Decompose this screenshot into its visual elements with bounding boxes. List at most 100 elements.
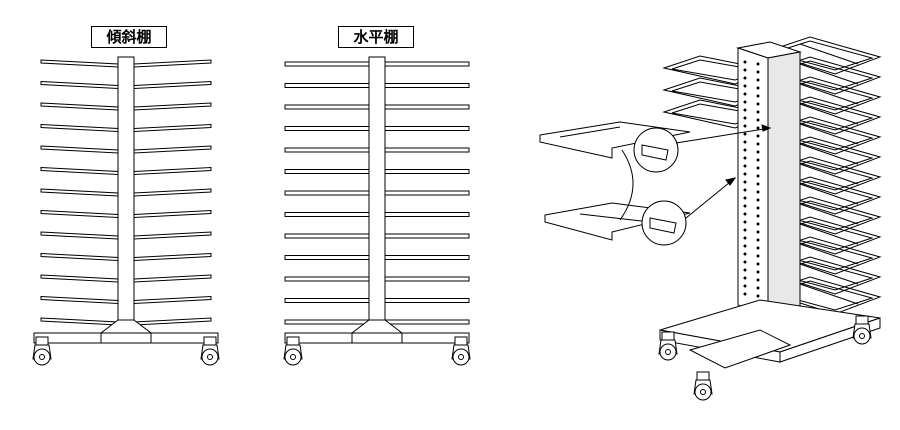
iso-shelf-rib bbox=[799, 83, 859, 105]
iso-shelf-rib bbox=[799, 43, 859, 65]
shelf-right bbox=[133, 102, 212, 111]
iso-column-slot bbox=[756, 174, 760, 178]
iso-shelf-rib bbox=[799, 203, 859, 225]
arrow-head bbox=[761, 124, 772, 132]
iso-column-slot bbox=[743, 68, 747, 72]
inclined-shelf-label: 傾斜棚 bbox=[91, 26, 167, 48]
caster-hub bbox=[458, 354, 464, 360]
caster-mount bbox=[696, 371, 710, 381]
iso-column-slot bbox=[756, 190, 760, 194]
base-center-block bbox=[100, 332, 152, 344]
shelf-right bbox=[133, 231, 212, 240]
shelf-right bbox=[133, 317, 212, 326]
iso-column-slot bbox=[756, 70, 760, 74]
iso-column-slot bbox=[756, 262, 760, 266]
iso-column-slot bbox=[756, 214, 760, 218]
iso-column-slot bbox=[743, 124, 747, 128]
iso-shelf-rib bbox=[799, 243, 859, 265]
iso-base-brace bbox=[688, 329, 792, 369]
shelf-right bbox=[133, 145, 212, 154]
iso-column-slot bbox=[756, 206, 760, 210]
iso-column-slot bbox=[743, 252, 747, 256]
center-column bbox=[117, 56, 135, 321]
iso-column-slot bbox=[756, 294, 760, 298]
iso-shelf-frame bbox=[763, 36, 882, 75]
iso-column-slot bbox=[743, 140, 747, 144]
iso-column-slot bbox=[756, 110, 760, 114]
caster-hub bbox=[39, 354, 45, 360]
arrow-line bbox=[685, 177, 736, 219]
iso-shelf-rib bbox=[799, 263, 859, 285]
caster-mount bbox=[661, 331, 675, 341]
shelf-left bbox=[40, 59, 119, 68]
shelf-left bbox=[40, 295, 119, 305]
iso-shelf-rib bbox=[799, 183, 859, 205]
shelf-right bbox=[133, 209, 212, 219]
iso-shelf-rib bbox=[799, 143, 859, 165]
iso-column-slot bbox=[756, 134, 760, 138]
iso-column-front bbox=[767, 51, 801, 321]
iso-column-slot bbox=[756, 198, 760, 202]
iso-column-slot bbox=[756, 126, 760, 130]
iso-column-slot bbox=[756, 150, 760, 154]
iso-column-slot bbox=[743, 180, 747, 184]
iso-column-slot bbox=[756, 102, 760, 106]
iso-column-slot bbox=[743, 236, 747, 240]
horizontal-shelf-label: 水平棚 bbox=[338, 26, 414, 48]
shelf-left bbox=[40, 252, 119, 262]
shelf-left bbox=[40, 80, 119, 90]
iso-column-slot bbox=[743, 156, 747, 160]
shelf-right bbox=[133, 295, 212, 305]
iso-column-slot bbox=[743, 92, 747, 96]
iso-shelf-inner bbox=[770, 40, 874, 71]
iso-column-slot bbox=[743, 84, 747, 88]
iso-column-slot bbox=[756, 278, 760, 282]
iso-column-slot bbox=[756, 222, 760, 226]
arrow-line bbox=[675, 127, 771, 144]
iso-column-slot bbox=[743, 60, 747, 64]
iso-column-slot bbox=[756, 158, 760, 162]
caster-hub bbox=[290, 354, 296, 360]
caster-hub bbox=[859, 333, 865, 339]
iso-column-slot bbox=[743, 228, 747, 232]
iso-column-slot bbox=[743, 204, 747, 208]
iso-shelf-rib bbox=[799, 163, 859, 185]
shelf-right bbox=[133, 188, 212, 197]
iso-column-slot bbox=[756, 166, 760, 170]
shelf-right bbox=[133, 59, 212, 68]
iso-column-slot bbox=[743, 132, 747, 136]
iso-column-slot bbox=[756, 62, 760, 66]
iso-column-slot bbox=[756, 78, 760, 82]
iso-column-slot bbox=[743, 260, 747, 264]
caster-hub bbox=[700, 389, 706, 395]
iso-column-slot bbox=[743, 148, 747, 152]
iso-column-slot bbox=[743, 164, 747, 168]
iso-column-slot bbox=[743, 268, 747, 272]
shelf-left bbox=[40, 317, 119, 326]
iso-column-slot bbox=[743, 292, 747, 296]
caster-mount bbox=[855, 315, 869, 325]
bracket-detail bbox=[641, 144, 669, 161]
caster-hub bbox=[207, 354, 213, 360]
base-center-block bbox=[351, 332, 403, 344]
shelf-left bbox=[40, 102, 119, 111]
iso-column-slot bbox=[756, 118, 760, 122]
iso-column-slot bbox=[743, 172, 747, 176]
iso-column-slot bbox=[756, 86, 760, 90]
caster-mount bbox=[35, 336, 49, 346]
iso-column-side bbox=[737, 47, 769, 321]
iso-column-slot bbox=[743, 108, 747, 112]
horizontal-shelf-rack bbox=[283, 56, 471, 366]
iso-column-slot bbox=[756, 230, 760, 234]
iso-column-slot bbox=[743, 284, 747, 288]
iso-column-slot bbox=[756, 182, 760, 186]
shelf-left bbox=[40, 123, 119, 133]
isometric-rack bbox=[539, 36, 882, 401]
iso-column-slot bbox=[756, 94, 760, 98]
shelf-left bbox=[40, 188, 119, 197]
detached-shelf-rib bbox=[559, 126, 621, 138]
shelf-right bbox=[133, 274, 212, 283]
iso-column-slot bbox=[756, 238, 760, 242]
